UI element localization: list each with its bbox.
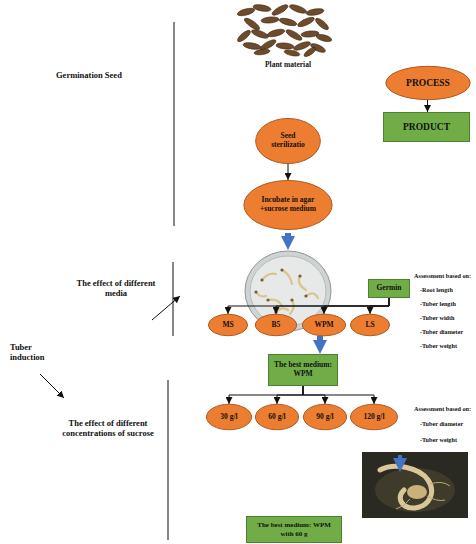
flow-arrow: [276, 298, 389, 314]
node-text: Incubate in agar +sucrose medium: [257, 196, 319, 213]
text-block: LS: [356, 321, 384, 330]
sucrose-ellipse: 120 g/l: [350, 404, 398, 430]
text-block: 90 g/l: [310, 413, 340, 422]
text-block: 120 g/l: [357, 413, 391, 422]
text-block: Seed sterilizatio: [265, 132, 311, 149]
ellipse-shape: [350, 314, 389, 336]
flow-arrow: [427, 100, 428, 112]
product-box: The best medium: WPM: [268, 354, 338, 386]
node-text: 60 g/l: [262, 413, 292, 422]
node-text: Germin: [373, 284, 405, 293]
node-text: The best medium: WPM with 60 g: [251, 521, 337, 537]
node-text: 90 g/l: [310, 413, 340, 422]
text-block: The best medium: WPM with 60 g: [251, 521, 337, 537]
medium-ellipse: B5: [255, 314, 297, 336]
note-heading: Assessment based on:: [414, 405, 475, 412]
note-item: -Tuber diameter: [420, 328, 475, 335]
node-text: B5: [261, 321, 291, 330]
bracket-line: [40, 22, 180, 540]
sucrose-ellipse: 60 g/l: [255, 404, 299, 430]
ellipse-shape: [244, 181, 332, 230]
product-box: Germin: [368, 279, 410, 298]
text-block: PRODUCT: [388, 122, 465, 133]
product-box: PRODUCT: [383, 112, 470, 142]
ellipse-shape: [302, 314, 345, 336]
node-text: The best medium: WPM: [273, 361, 333, 378]
text-block: WPM: [309, 321, 339, 330]
flow-arrow: [277, 386, 303, 404]
text-block: The best medium: WPM: [273, 361, 333, 378]
medium-ellipse: WPM: [302, 314, 346, 336]
text-block: Germin: [373, 284, 405, 293]
flow-arrow: [303, 386, 374, 404]
flow-arrow: [288, 164, 289, 180]
text-block: MS: [214, 321, 242, 330]
text-block: Incubate in agar +sucrose medium: [257, 196, 319, 213]
stage-label: Germination Seed: [56, 70, 172, 80]
product-box: The best medium: WPM with 60 g: [246, 516, 342, 543]
ellipse-shape: [256, 118, 321, 163]
ellipse-shape: [350, 404, 397, 429]
flow-arrow: [317, 336, 323, 348]
flow-arrow: [229, 386, 303, 404]
text-block: B5: [261, 321, 291, 330]
stage-label: The effect of different media: [76, 278, 156, 298]
flow-arrow: [370, 298, 389, 314]
text-block: 60 g/l: [262, 413, 292, 422]
ellipse-shape: [208, 314, 247, 336]
node-text: WPM: [309, 321, 339, 330]
ellipse-shape: [303, 404, 346, 429]
note-item: -Tuber width: [420, 314, 475, 321]
tuber-photo: [362, 452, 468, 518]
sucrose-ellipse: 30 g/l: [206, 404, 252, 430]
process-ellipse: PROCESS: [385, 66, 471, 100]
process-ellipse: Incubate in agar +sucrose medium: [243, 180, 333, 230]
note-heading: Assessment based on:: [414, 272, 475, 279]
flow-arrow: [285, 233, 291, 242]
flow-arrow: [228, 298, 389, 314]
ellipse-shape: [386, 66, 470, 99]
note-item: -Tuber length: [420, 300, 475, 307]
node-text: 30 g/l: [213, 413, 245, 422]
node-text: 120 g/l: [357, 413, 391, 422]
stage-label: The effect of different concentrations o…: [54, 418, 162, 438]
medium-ellipse: LS: [350, 314, 390, 336]
node-text: PROCESS: [398, 78, 458, 89]
process-ellipse: Seed sterilizatio: [255, 118, 321, 164]
text-block: PROCESS: [398, 78, 458, 89]
text-block: 30 g/l: [213, 413, 245, 422]
node-text: PRODUCT: [388, 122, 465, 133]
note-item: -Tuber weight: [420, 342, 475, 349]
node-text: Seed sterilizatio: [265, 132, 311, 149]
note-item: -Tuber diameter: [420, 420, 475, 427]
seed-photo: [236, 3, 333, 58]
flow-arrow: [324, 298, 389, 314]
node-text: LS: [356, 321, 384, 330]
ellipse-shape: [206, 404, 251, 429]
note-item: -Tuber weight: [420, 436, 475, 443]
node-text: MS: [214, 321, 242, 330]
sucrose-ellipse: 90 g/l: [303, 404, 347, 430]
ellipse-shape: [255, 314, 296, 336]
ellipse-shape: [255, 404, 298, 429]
note-item: -Root length: [420, 286, 475, 293]
medium-ellipse: MS: [208, 314, 248, 336]
image-caption: Plant material: [245, 60, 331, 69]
stage-label: Tuber induction: [10, 342, 54, 362]
